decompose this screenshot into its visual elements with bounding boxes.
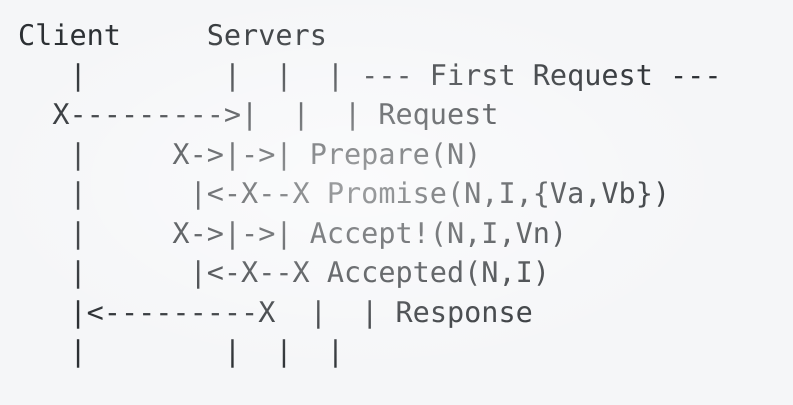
paxos-ascii-diagram: Client Servers | | | | --- First Request…: [18, 16, 722, 372]
lifeline-art-top: | | | |: [18, 58, 362, 92]
lifeline-art-bottom: | | | |: [18, 335, 362, 368]
message-label-accept: Accept!(N,I,Vn): [309, 216, 568, 250]
message-label-request: Request: [378, 98, 499, 131]
message-label-prepare: Prepare(N): [309, 137, 482, 171]
client-request-arrow-art: X--------->| | |: [18, 98, 379, 131]
diagram-line-promise: | |<-X--X Promise(N,I,{Va,Vb}): [18, 174, 722, 214]
diagram-line-lifeline-top: | | | | --- First Request ---: [18, 56, 722, 96]
diagram-line-accepted: | |<-X--X Accepted(N,I): [18, 253, 722, 293]
prepare-arrow-art: | X->|->|: [18, 137, 310, 171]
promise-arrow-art: | |<-X--X: [18, 177, 327, 210]
diagram-line-accept: | X->|->| Accept!(N,I,Vn): [18, 214, 722, 254]
client-response-arrow-art: |<---------X | |: [18, 295, 396, 329]
message-label-promise: Promise(N,I,{Va,Vb}): [326, 177, 671, 210]
diagram-line-header: Client Servers: [18, 19, 327, 52]
section-header-label: --- First Request ---: [361, 58, 722, 92]
accepted-arrow-art: | |<-X--X: [18, 256, 327, 289]
accept-arrow-art: | X->|->|: [18, 216, 310, 250]
diagram-line-lifeline-bottom: | | | |: [18, 332, 722, 372]
diagram-line-prepare: | X->|->| Prepare(N): [18, 135, 722, 175]
message-label-response: Response: [395, 295, 533, 329]
diagram-line-client-request: X--------->| | | Request: [18, 95, 722, 135]
message-label-accepted: Accepted(N,I): [326, 256, 550, 289]
diagram-line-client-response: |<---------X | | Response: [18, 293, 722, 333]
